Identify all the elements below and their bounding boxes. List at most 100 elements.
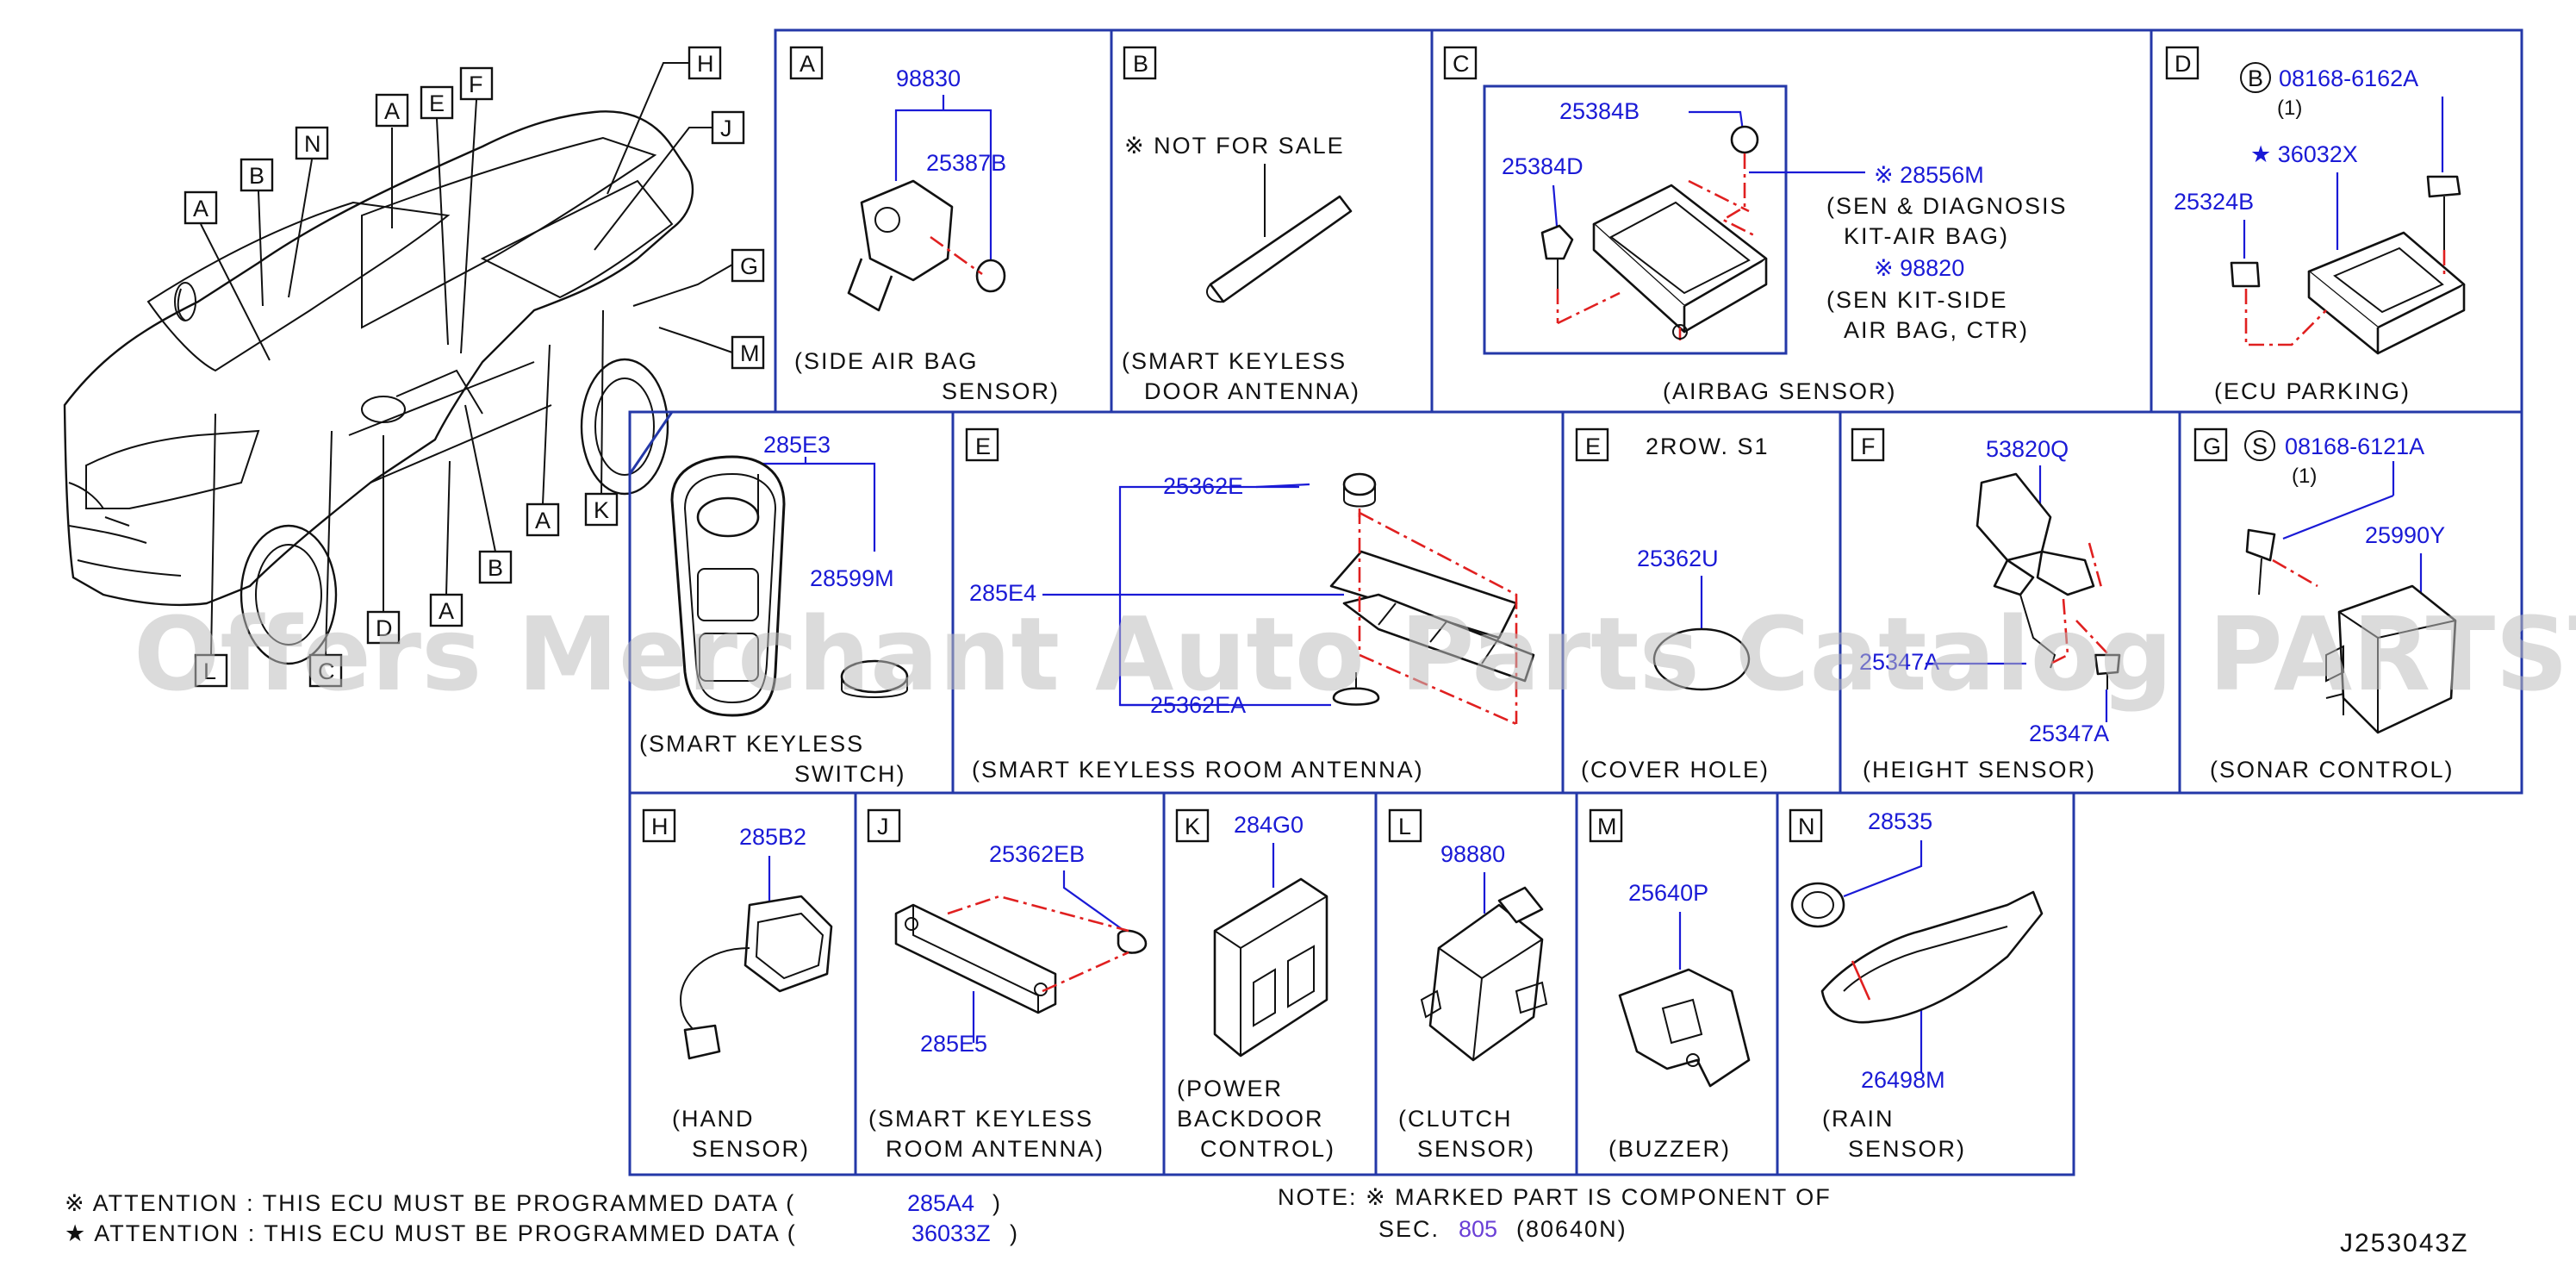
callout-box [688,46,722,80]
part-25384b: 25384B [1559,98,1640,124]
section-e1-caption: (SMART KEYLESS ROOM ANTENNA) [972,757,1424,783]
footer-notes: ※ ATTENTION : THIS ECU MUST BE PROGRAMME… [65,1184,2468,1257]
section-switch-caption-1: (SMART KEYLESS [639,731,864,757]
section-j-letter: J [877,814,889,839]
section-h-caption-2: SENSOR) [692,1136,810,1162]
callout-a-13: A [429,593,464,627]
callout-box [240,158,274,192]
part-285e5: 285E5 [920,1031,987,1057]
callout-box [711,110,745,145]
section-a-caption-2: SENSOR) [942,378,1060,404]
callout-box [731,335,765,370]
section-e-room-antenna: E 25362E 285E4 25362EA (SMART KEYLESS RO… [965,427,1535,783]
callout-f-5: F [459,66,494,101]
callout-box [584,492,619,527]
section-b-letter: B [1133,51,1148,77]
callout-letter: A [439,598,454,624]
section-j-caption-2: ROOM ANTENNA) [886,1136,1104,1162]
callout-letter: F [469,72,483,97]
callout-box [731,248,765,283]
section-e2-title: 2ROW. S1 [1646,434,1770,459]
callout-b-12: B [478,550,513,584]
attention-note-2: ★ ATTENTION : THIS ECU MUST BE PROGRAMME… [65,1220,797,1246]
section-d: D B 08168-6162A (1) ★ 36032X 25324B (ECU… [2165,46,2466,404]
callout-box [194,653,228,688]
callout-j-7: J [711,110,745,145]
part-25347a-left: 25347A [1859,649,1939,675]
part-53820q: 53820Q [1986,436,2069,462]
section-e-cover-hole: E 2ROW. S1 25362U (COVER HOLE) [1575,427,1770,783]
circle-letter-b: B [2248,66,2263,91]
part-36032x: ★ 36032X [2250,141,2358,167]
callout-letter: J [720,115,732,141]
callout-box [295,126,329,160]
callout-box [308,653,343,688]
callout-letter: G [740,253,758,279]
section-e2-caption: (COVER HOLE) [1581,757,1770,783]
callout-box [459,66,494,101]
section-j-caption-1: (SMART KEYLESS [868,1106,1093,1132]
section-k-letter: K [1185,814,1200,839]
part-25324b: 25324B [2174,189,2254,215]
callout-a-3: A [375,93,409,128]
callout-letter: B [488,555,503,581]
callout-box [429,593,464,627]
section-e1-letter: E [975,434,991,459]
callout-box [420,85,454,120]
section-a-caption-1: (SIDE AIR BAG [794,348,979,374]
callout-a-11: A [526,502,560,537]
part-285e4: 285E4 [969,580,1036,606]
section-l-letter: L [1398,814,1411,839]
part-26498m: 26498M [1861,1067,1945,1093]
callout-letter: B [249,163,264,189]
circle-letter-s: S [2252,434,2268,459]
callout-b-1: B [240,158,274,192]
not-for-sale-note: ※ NOT FOR SALE [1124,133,1345,159]
section-c-letter: C [1453,51,1470,77]
part-25347a-bottom: 25347A [2029,721,2109,746]
part-08168-6162a: 08168-6162A [2279,66,2418,91]
section-b: B ※ NOT FOR SALE (SMART KEYLESS DOOR ANT… [1122,46,1359,404]
section-c-sub-2: KIT-AIR BAG) [1844,223,2009,249]
section-a-letter: A [800,51,815,77]
part-25640p: 25640P [1628,880,1708,906]
callout-k-10: K [584,492,619,527]
callout-box [184,190,218,225]
part-08168-6121a: 08168-6121A [2285,434,2424,459]
section-n-caption-1: (RAIN [1822,1106,1895,1132]
callout-m-9: M [731,335,765,370]
callout-letter: A [535,508,551,533]
attention-part-36033z: 36033Z [912,1220,991,1246]
callout-letter: E [429,90,445,116]
section-g-caption: (SONAR CONTROL) [2210,757,2455,783]
section-m-letter: M [1597,814,1617,839]
part-98880: 98880 [1440,841,1505,867]
callout-letter: N [304,131,321,157]
callout-box [366,610,401,645]
section-f-letter: F [1861,434,1876,459]
callout-letter: C [318,658,335,684]
section-g: G S 08168-6121A (1) 25990Y (SONAR CONTRO… [2193,427,2457,783]
callout-e-4: E [420,85,454,120]
part-284g0: 284G0 [1234,812,1304,838]
note-sec-label: SEC. [1378,1216,1440,1242]
section-l: L 98880 (CLUTCH SENSOR) [1388,808,1548,1162]
section-k: K 284G0 (POWER BACKDOOR CONTROL) [1175,808,1334,1162]
attention-close-1: ) [992,1190,1002,1216]
section-c-caption: (AIRBAG SENSOR) [1663,378,1897,404]
callout-letter: M [740,340,760,366]
callout-letter: D [376,615,393,641]
section-d-caption: (ECU PARKING) [2214,378,2411,404]
callout-letter: A [193,196,208,221]
callout-letter: A [384,98,400,124]
callout-letter: H [697,51,714,77]
section-b-caption-1: (SMART KEYLESS [1122,348,1347,374]
section-l-caption-1: (CLUTCH [1398,1106,1513,1132]
section-k-caption-1: (POWER [1177,1076,1283,1101]
section-d-qty: (1) [2277,97,2302,120]
drawing-id: J253043Z [2340,1229,2468,1257]
section-n: N 28535 26498M (RAIN SENSOR) [1789,808,2044,1162]
section-n-letter: N [1798,814,1815,839]
callout-box [375,93,409,128]
